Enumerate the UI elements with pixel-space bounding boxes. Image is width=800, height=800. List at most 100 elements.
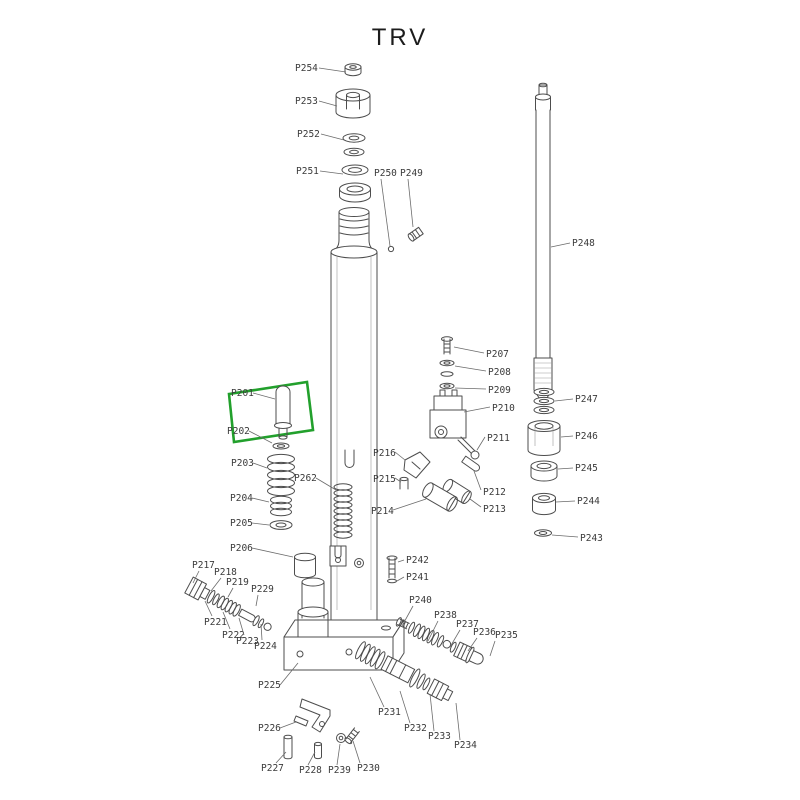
part-label-p213: P213 [483, 504, 506, 515]
leader-line-p211 [476, 436, 486, 451]
main-cylinder [330, 207, 378, 638]
part-label-p247: P247 [575, 394, 598, 405]
leader-line-p221 [204, 600, 213, 617]
leader-line-p245 [557, 467, 574, 470]
roller-p213 [442, 478, 472, 505]
top-cap-stack [335, 63, 371, 203]
part-label-p214: P214 [371, 506, 394, 517]
leader-line-p222 [222, 611, 231, 630]
part-label-p251: P251 [296, 166, 319, 177]
part-label-p209: P209 [488, 385, 511, 396]
part-label-p249: P249 [400, 168, 423, 179]
leader-line-p213 [469, 498, 482, 508]
roller-p214 [422, 482, 458, 512]
right-parts-stack [527, 387, 561, 537]
plunger-p206 [294, 552, 316, 579]
pin-p227 [283, 734, 293, 740]
leader-line-p252 [320, 133, 345, 141]
leader-line-p243 [551, 534, 579, 538]
leader-line-p249 [407, 178, 414, 228]
leader-line-p224 [260, 623, 263, 641]
part-label-p253: P253 [295, 96, 318, 107]
cylinder-pivot-hole [354, 558, 364, 568]
pump-bracket [301, 545, 398, 619]
part-label-p232: P232 [404, 723, 427, 734]
part-label-p235: P235 [495, 630, 518, 641]
leader-line-p215 [394, 477, 402, 483]
leader-line-p210 [463, 406, 491, 413]
part-label-p230: P230 [357, 763, 380, 774]
leader-line-p228 [307, 751, 316, 766]
pin-p228 [314, 741, 322, 747]
leader-line-p237 [449, 629, 461, 648]
part-label-p219: P219 [226, 577, 249, 588]
part-label-p218: P218 [214, 567, 237, 578]
part-label-p244: P244 [577, 496, 600, 507]
leader-line-p239 [336, 743, 341, 766]
leader-line-p241 [396, 576, 405, 582]
part-label-p201: P201 [231, 388, 254, 399]
spring-stack [267, 453, 353, 579]
leader-line-p231 [369, 676, 385, 708]
leader-line-p240 [401, 605, 414, 627]
bottom-bracket-parts [283, 698, 360, 760]
leader-line-p242 [397, 559, 405, 563]
left-valve-train [184, 576, 272, 631]
pin-p201 [275, 385, 291, 425]
part-label-p224: P224 [254, 641, 277, 652]
leader-line-p246 [560, 435, 574, 438]
leader-line-p238 [427, 620, 439, 642]
leader-line-p219 [227, 587, 234, 598]
part-label-p225: P225 [258, 680, 281, 691]
ring-p205 [269, 520, 293, 530]
part-label-p223: P223 [236, 636, 259, 647]
leader-line-p225 [279, 662, 299, 686]
part-label-p207: P207 [486, 349, 509, 360]
leader-line-p227 [275, 751, 287, 764]
leader-line-p223 [238, 617, 245, 636]
spring-p203 [267, 453, 295, 497]
part-label-p262: P262 [294, 473, 317, 484]
part-label-p233: P233 [428, 731, 451, 742]
part-label-p204: P204 [230, 493, 253, 504]
part-label-p212: P212 [483, 487, 506, 498]
part-label-p217: P217 [192, 560, 215, 571]
washer-p202 [272, 442, 290, 450]
spring-p204 [270, 495, 292, 517]
handle-rod [533, 82, 553, 405]
part-label-p246: P246 [575, 431, 598, 442]
part-label-p243: P243 [580, 533, 603, 544]
leader-line-p262 [315, 477, 337, 491]
cylinder-slot [344, 449, 355, 468]
part-label-p250: P250 [374, 168, 397, 179]
release-lever [457, 436, 476, 455]
leader-line-p214 [392, 498, 427, 511]
part-label-p208: P208 [488, 367, 511, 378]
leader-line-p208 [454, 365, 487, 372]
cam-lever-p216 [403, 451, 431, 479]
highlighted-pin-group [227, 380, 315, 450]
part-label-p221: P221 [204, 617, 227, 628]
part-label-p231: P231 [378, 707, 401, 718]
page-title: TRV [371, 24, 429, 51]
leader-line-p226 [279, 721, 297, 729]
part-label-p238: P238 [434, 610, 457, 621]
leader-line-p201 [252, 392, 276, 400]
part-label-p216: P216 [373, 448, 396, 459]
leader-line-p207 [453, 346, 485, 354]
leader-line-p230 [352, 740, 361, 764]
leader-line-p250 [380, 178, 391, 247]
leader-line-p205 [251, 522, 270, 526]
release-valve-assembly [399, 336, 480, 512]
part-label-p248: P248 [572, 238, 595, 249]
screw-p230 [344, 727, 360, 745]
part-label-p226: P226 [258, 723, 281, 734]
part-label-p239: P239 [328, 765, 351, 776]
part-label-p203: P203 [231, 458, 254, 469]
top-screw-parts [387, 226, 424, 253]
leader-line-p204 [251, 497, 270, 503]
leader-line-p202 [248, 430, 273, 444]
leader-line-p203 [252, 462, 268, 469]
